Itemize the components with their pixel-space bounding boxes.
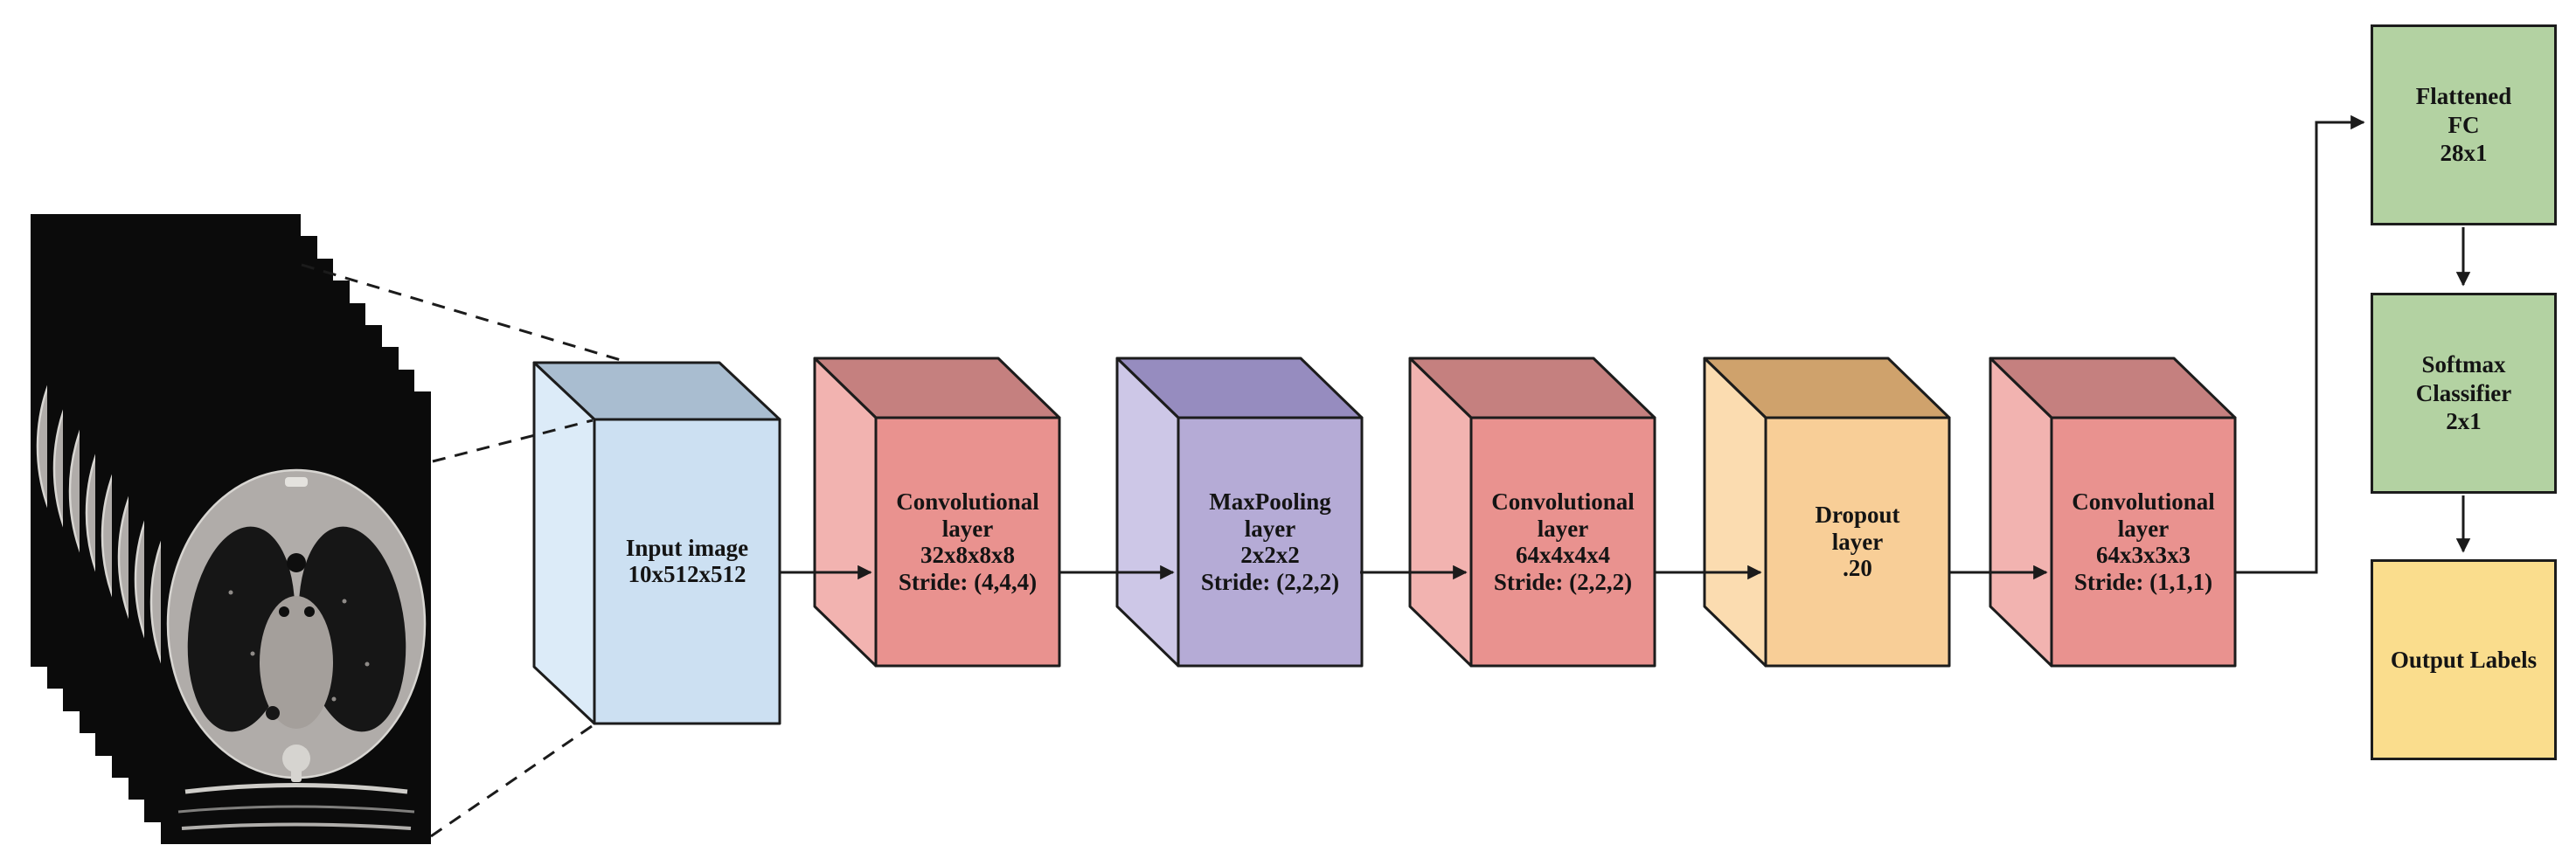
dropout-layer-label: Dropout layer .20 <box>1766 418 1949 666</box>
cuboid <box>813 357 1061 668</box>
input-image-label: Input image 10x512x512 <box>594 419 780 724</box>
dropout-layer-box <box>1703 357 1951 668</box>
label-line: 64x4x4x4 <box>1516 542 1610 568</box>
label-line: Flattened <box>2415 82 2512 109</box>
label-line: 64x3x3x3 <box>2096 542 2191 568</box>
conv-layer-2-label: Convolutional layer 64x4x4x4 Stride: (2,… <box>1471 418 1655 666</box>
cuboid-front-face <box>593 418 781 725</box>
maxpooling-layer-label: MaxPooling layer 2x2x2 Stride: (2,2,2) <box>1178 418 1362 666</box>
label-line: 32x8x8x8 <box>920 542 1015 568</box>
label-line: layer <box>1537 515 1589 542</box>
cuboid <box>1408 357 1656 668</box>
conv-layer-1-label: Convolutional layer 32x8x8x8 Stride: (4,… <box>876 418 1059 666</box>
label-line: FC <box>2448 111 2480 138</box>
label-line: Classifier <box>2415 379 2512 406</box>
label-line: Input image <box>625 534 749 561</box>
label-line: .20 <box>1843 555 1872 582</box>
flow-arrow-conv3-to-fc <box>2235 114 2365 574</box>
maxpooling-layer-box <box>1115 357 1364 668</box>
label-line: 28x1 <box>2440 140 2488 167</box>
conv-layer-1-box <box>813 357 1061 668</box>
label-line: layer <box>1244 515 1296 542</box>
ct-scan-stack <box>31 214 431 844</box>
label-line: Stride: (2,2,2) <box>1200 568 1340 595</box>
conv-layer-3-box <box>1989 357 2237 668</box>
ct-slice <box>161 391 431 844</box>
label-line: Convolutional <box>1491 488 1635 515</box>
projection-dash-bottom <box>430 724 593 838</box>
label-line: Output Labels <box>2390 646 2538 673</box>
label-line: Stride: (1,1,1) <box>2073 568 2213 595</box>
cuboid-side-face <box>532 361 596 725</box>
label-line: Dropout <box>1815 502 1900 529</box>
label-line: Convolutional <box>896 488 1039 515</box>
label-line: Stride: (2,2,2) <box>1493 568 1633 595</box>
cuboid <box>1989 357 2237 668</box>
label-line: MaxPooling <box>1209 488 1331 515</box>
cuboid-front-face <box>1764 416 1951 668</box>
cuboid <box>1703 357 1951 668</box>
label-line: Softmax <box>2421 350 2506 377</box>
cuboid <box>1115 357 1364 668</box>
cuboid-front-face <box>874 416 1061 668</box>
conv-layer-2-box <box>1408 357 1656 668</box>
cuboid-front-face <box>2050 416 2237 668</box>
label-line: 2x1 <box>2446 408 2482 435</box>
label-line: 10x512x512 <box>628 561 746 587</box>
cuboid-front-face <box>1177 416 1364 668</box>
label-line: layer <box>2117 515 2170 542</box>
softmax-classifier-box: Softmax Classifier 2x1 <box>2371 293 2557 494</box>
label-line: 2x2x2 <box>1240 542 1300 568</box>
label-line: layer <box>941 515 994 542</box>
output-labels-box: Output Labels <box>2371 559 2557 760</box>
label-line: Stride: (4,4,4) <box>898 568 1038 595</box>
cuboid-front-face <box>1469 416 1656 668</box>
conv-layer-3-label: Convolutional layer 64x3x3x3 Stride: (1,… <box>2052 418 2235 666</box>
ct-scan-icon <box>161 391 431 844</box>
flattened-fc-box: Flattened FC 28x1 <box>2371 24 2557 225</box>
label-line: Convolutional <box>2072 488 2215 515</box>
label-line: layer <box>1831 528 1884 555</box>
